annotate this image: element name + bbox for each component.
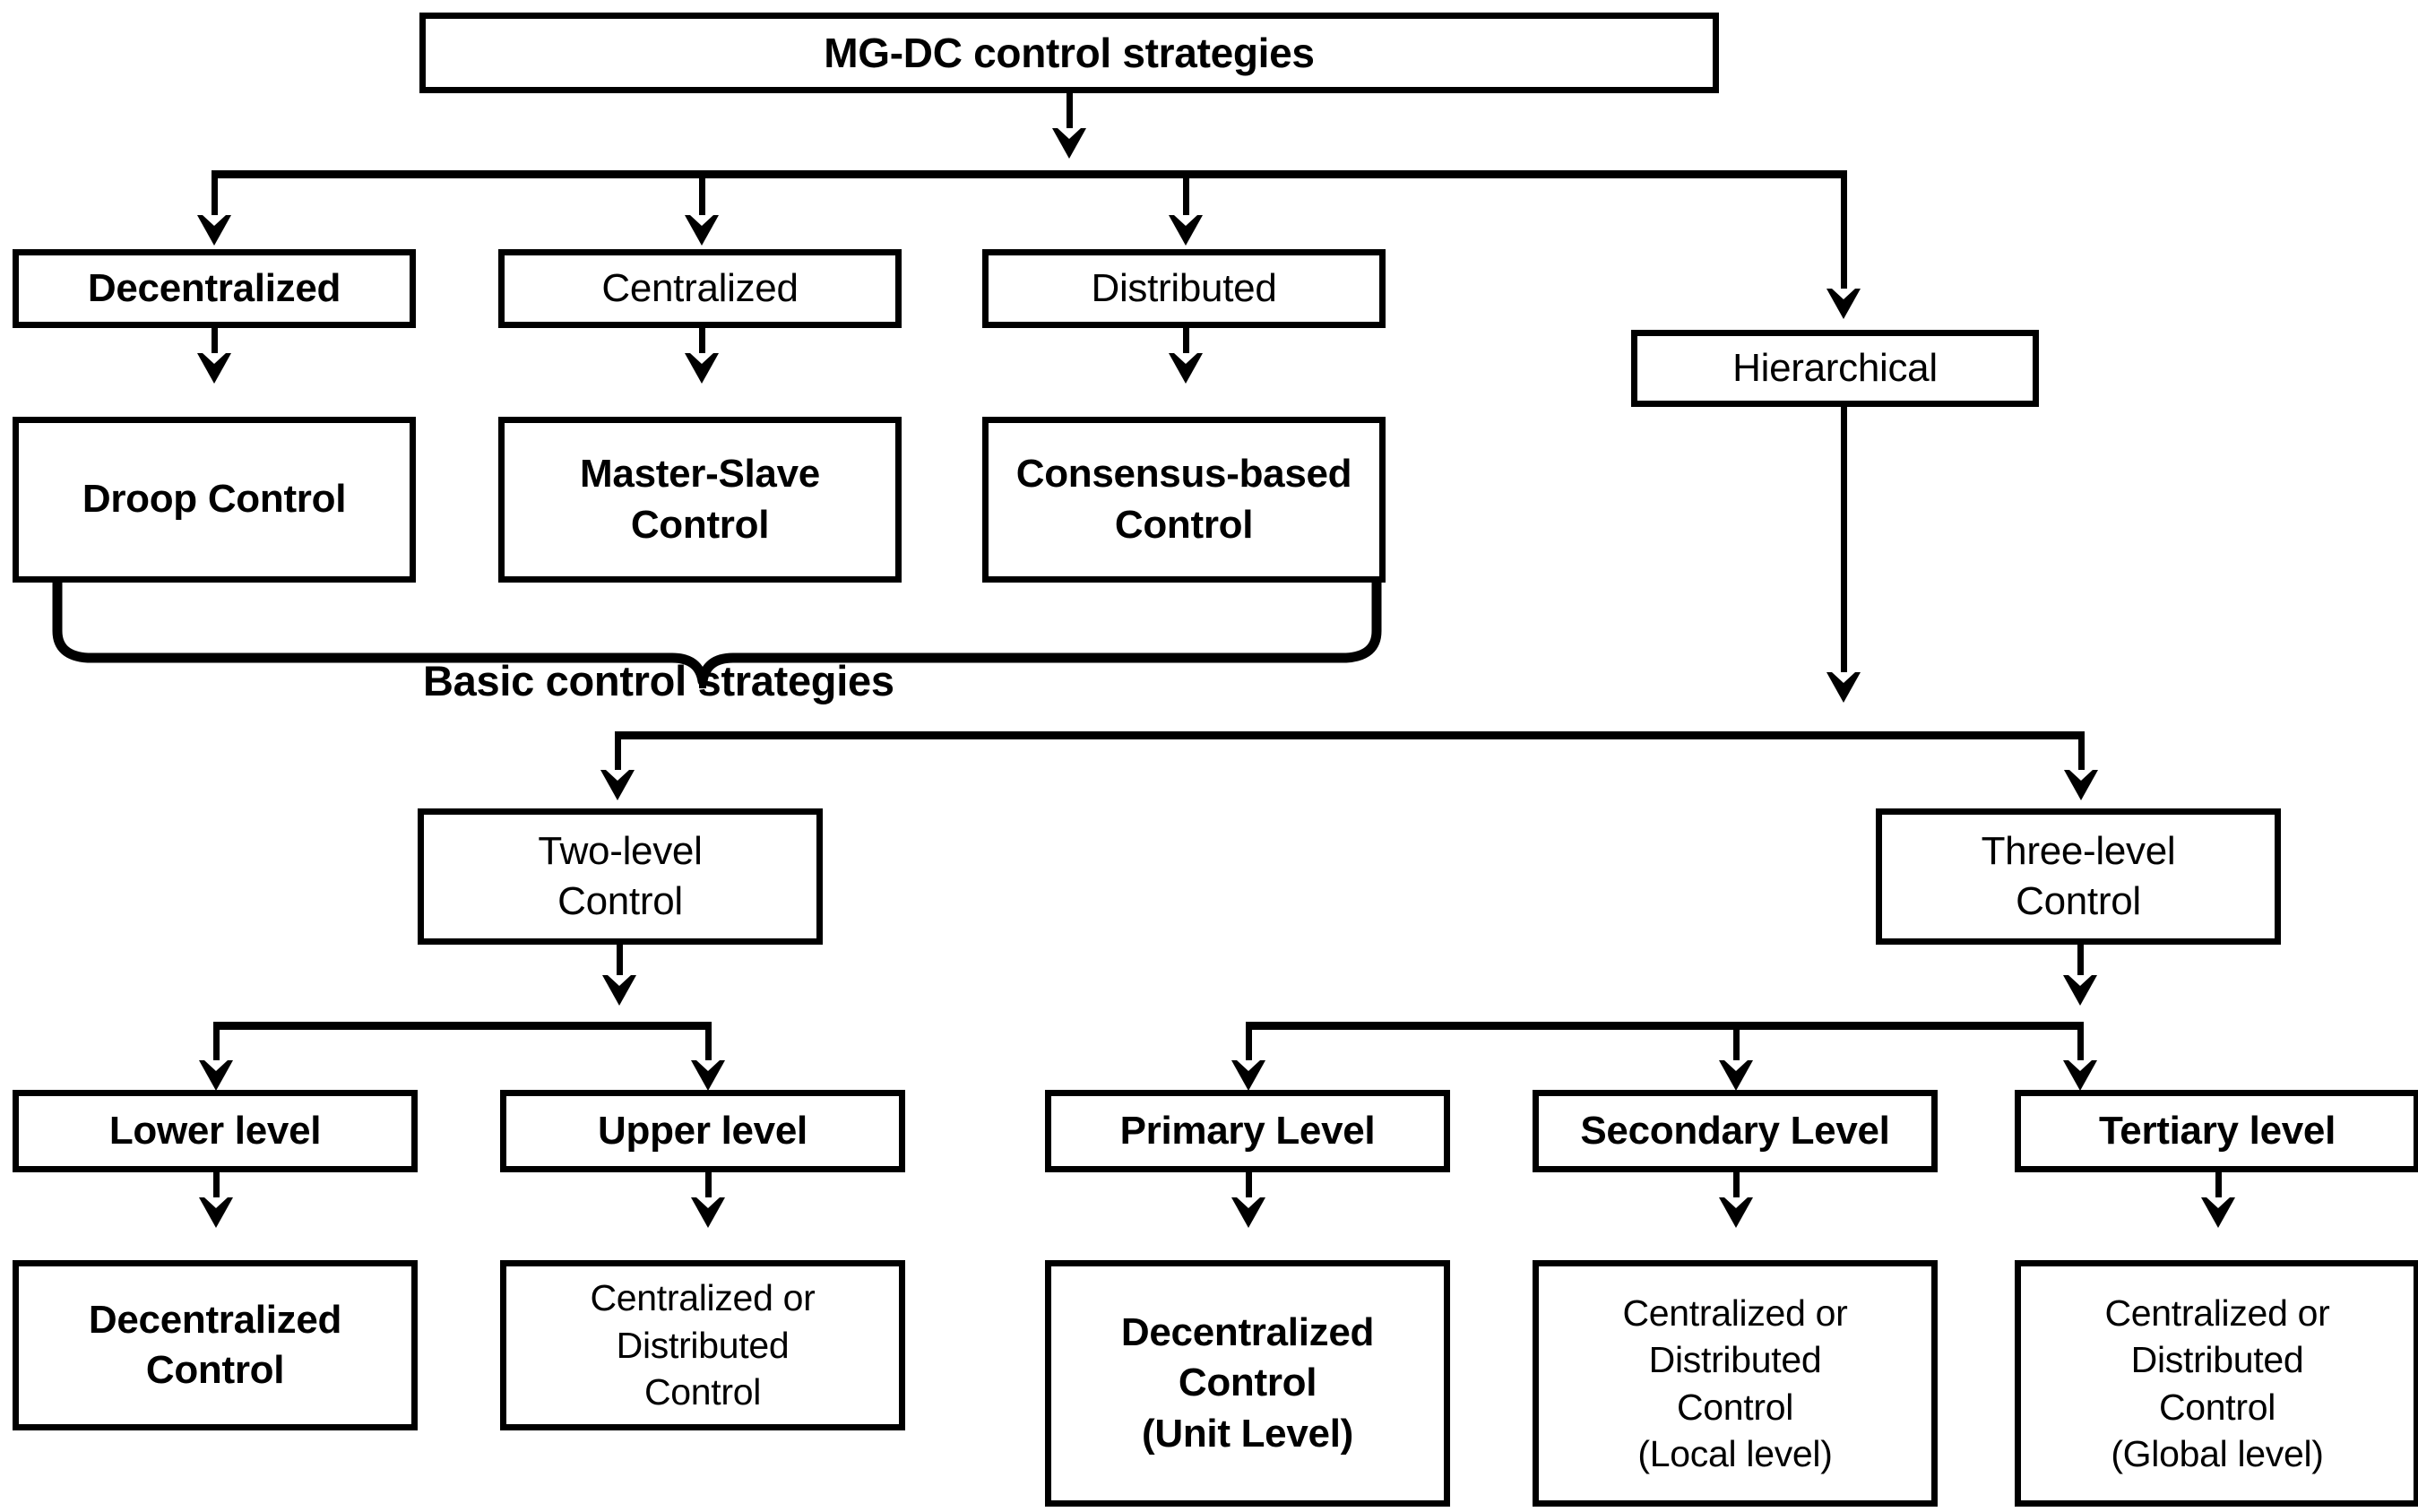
node-upper-level: Upper level: [500, 1090, 905, 1172]
connector-distributed-to-consensus: [1183, 328, 1189, 357]
label-basic-control-strategies: Basic control strategies: [423, 657, 894, 704]
connector-drop-two-level: [615, 731, 621, 774]
node-leaf-decentralized-control-unit-level: Decentralized Control (Unit Level): [1045, 1260, 1450, 1507]
node-hierarchical: Hierarchical: [1631, 330, 2039, 407]
connector-drop-three-level: [2078, 731, 2085, 774]
arrow-to-lower-level: [199, 1060, 233, 1091]
arrow-to-consensus-control: [1169, 353, 1203, 384]
node-lower-level: Lower level: [13, 1090, 418, 1172]
connector-drop-secondary-level: [1733, 1022, 1740, 1065]
node-centralized: Centralized: [498, 249, 902, 328]
arrow-hierarchical-to-bus: [1826, 672, 1861, 703]
connector-drop-distributed: [1183, 170, 1189, 220]
connector-level1-bus: [212, 170, 1847, 178]
connector-drop-tertiary-level: [2077, 1022, 2084, 1065]
arrow-to-primary-level: [1231, 1060, 1265, 1091]
node-leaf-decentralized-control: Decentralized Control: [13, 1260, 418, 1430]
connector-centralized-to-master-slave: [699, 328, 705, 357]
arrow-to-decentralized: [197, 215, 231, 246]
node-two-level-control: Two-level Control: [418, 808, 823, 945]
arrow-three-level-to-bus: [2063, 975, 2097, 1006]
connector-drop-hierarchical: [1841, 170, 1847, 291]
arrow-root-to-bus: [1052, 128, 1086, 159]
node-master-slave-control: Master-Slave Control: [498, 417, 902, 583]
arrow-to-secondary-level: [1719, 1060, 1753, 1091]
connector-hierarchical-stem: [1841, 407, 1847, 676]
connector-drop-centralized: [699, 170, 705, 220]
connector-hierarchical-bus: [615, 731, 2085, 739]
arrow-to-droop-control: [197, 353, 231, 384]
connector-decentralized-to-droop: [212, 328, 218, 357]
node-primary-level: Primary Level: [1045, 1090, 1450, 1172]
arrow-to-upper-level: [691, 1060, 725, 1091]
brace-basic-control-strategies: [36, 581, 1398, 688]
arrow-to-three-level-control: [2064, 770, 2098, 800]
node-tertiary-level: Tertiary level: [2015, 1090, 2418, 1172]
node-droop-control: Droop Control: [13, 417, 416, 583]
node-three-level-control: Three-level Control: [1876, 808, 2281, 945]
arrow-to-tertiary-level: [2063, 1060, 2097, 1091]
arrow-to-decentralized-control-leaf: [199, 1197, 233, 1228]
connector-two-level-bus: [213, 1022, 712, 1030]
connector-tertiary-to-leaf: [2215, 1172, 2222, 1201]
node-secondary-level: Secondary Level: [1533, 1090, 1938, 1172]
arrow-to-local-level-leaf: [1719, 1197, 1753, 1228]
connector-drop-lower-level: [213, 1022, 220, 1065]
connector-three-level-bus: [1246, 1022, 2084, 1030]
connector-primary-to-leaf: [1246, 1172, 1252, 1201]
connector-three-level-stem: [2077, 945, 2084, 979]
node-mg-dc-control-strategies: MG-DC control strategies: [419, 13, 1719, 93]
node-distributed: Distributed: [982, 249, 1386, 328]
arrow-to-two-level-control: [600, 770, 635, 800]
node-leaf-centralized-or-distributed-control: Centralized or Distributed Control: [500, 1260, 905, 1430]
connector-drop-decentralized: [212, 170, 218, 220]
node-leaf-centralized-or-distributed-control-local-level: Centralized or Distributed Control (Loca…: [1533, 1260, 1938, 1507]
arrow-two-level-to-bus: [602, 975, 636, 1006]
connector-two-level-stem: [617, 945, 623, 979]
arrow-to-centralized: [685, 215, 719, 246]
node-leaf-centralized-or-distributed-control-global-level: Centralized or Distributed Control (Glob…: [2015, 1260, 2418, 1507]
connector-drop-primary-level: [1246, 1022, 1252, 1065]
connector-secondary-to-leaf: [1733, 1172, 1740, 1201]
arrow-to-unit-level-leaf: [1231, 1197, 1265, 1228]
node-decentralized: Decentralized: [13, 249, 416, 328]
arrow-to-centralized-distributed-leaf: [691, 1197, 725, 1228]
arrow-to-global-level-leaf: [2201, 1197, 2235, 1228]
connector-upper-level-to-leaf: [705, 1172, 712, 1201]
arrow-to-master-slave-control: [685, 353, 719, 384]
arrow-to-distributed: [1169, 215, 1203, 246]
connector-drop-upper-level: [705, 1022, 712, 1065]
node-consensus-based-control: Consensus-based Control: [982, 417, 1386, 583]
arrow-to-hierarchical: [1826, 289, 1861, 319]
connector-lower-level-to-leaf: [213, 1172, 220, 1201]
connector-root-stem: [1067, 93, 1073, 134]
